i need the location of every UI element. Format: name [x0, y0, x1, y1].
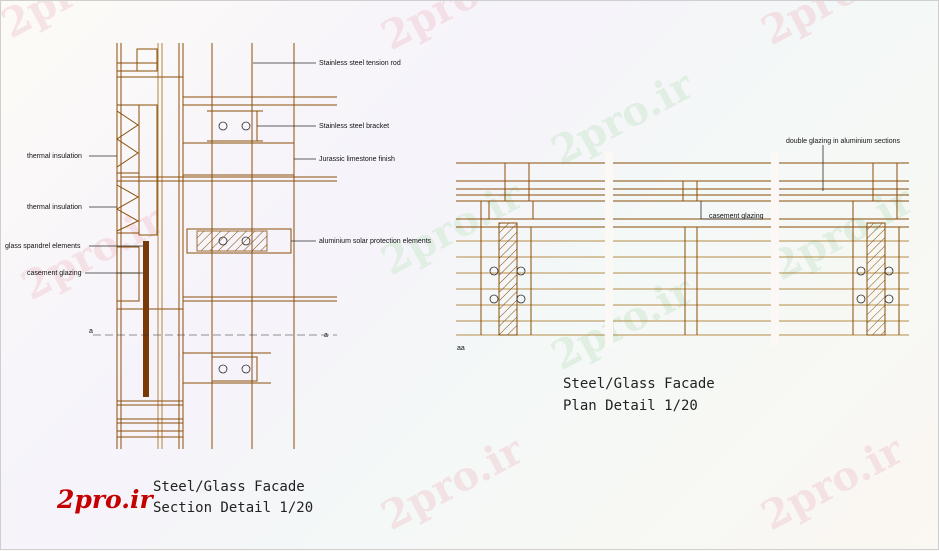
label-glass-spandrel: glass spandrel elements — [5, 243, 81, 250]
section-detail-drawing: a a Stainless steel tension rod Stainles… — [5, 43, 432, 516]
label-tension-rod: Stainless steel tension rod — [319, 60, 401, 67]
plan-title-line1: Steel/Glass Facade — [563, 376, 715, 392]
label-casement-glazing: casement glazing — [27, 270, 82, 277]
label-double-glazing: double glazing in aluminium sections — [786, 138, 901, 145]
watermark-text: 2pro.ir — [544, 266, 702, 380]
site-logo: 2pro.ir — [56, 485, 154, 514]
cut-mark-right: a — [324, 332, 328, 339]
label-limestone: Jurassic limestone finish — [319, 156, 395, 163]
watermark-text: 2pro.ir — [374, 426, 532, 540]
section-title-line1: Steel/Glass Facade — [153, 479, 305, 495]
watermark-text: 2pro.ir — [544, 61, 702, 175]
watermark-text: 2pro.ir — [1, 1, 152, 48]
plan-title-line2: Plan Detail 1/20 — [563, 398, 698, 414]
cut-mark-left: a — [89, 328, 93, 335]
label-thermal-insulation-1: thermal insulation — [27, 153, 82, 160]
label-solar-protection: aluminium solar protection elements — [319, 238, 432, 245]
plan-scale-mark: aa — [457, 345, 465, 352]
watermark-text: 2pro.ir — [754, 1, 912, 55]
label-bracket: Stainless steel bracket — [319, 123, 389, 130]
plan-detail-drawing: double glazing in aluminium sections cas… — [456, 138, 909, 414]
label-thermal-insulation-2: thermal insulation — [27, 204, 82, 211]
section-title-line2: Section Detail 1/20 — [153, 500, 313, 516]
watermark-text: 2pro.ir — [374, 1, 532, 60]
watermark-text: 2pro.ir — [754, 426, 912, 540]
label-plan-casement-glazing: casement glazing — [709, 213, 764, 220]
